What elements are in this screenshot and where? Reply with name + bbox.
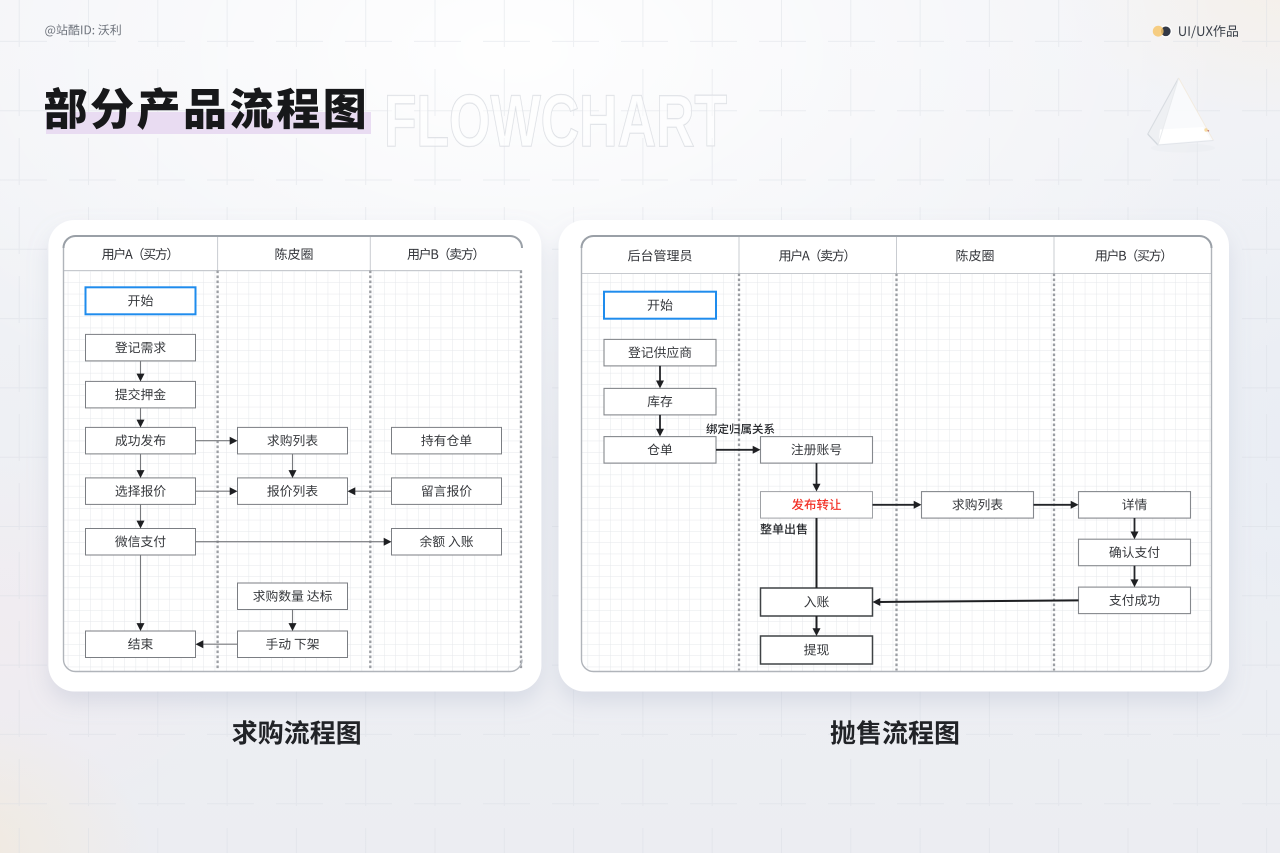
svg-text:FLOWCHART: FLOWCHART (384, 81, 727, 162)
